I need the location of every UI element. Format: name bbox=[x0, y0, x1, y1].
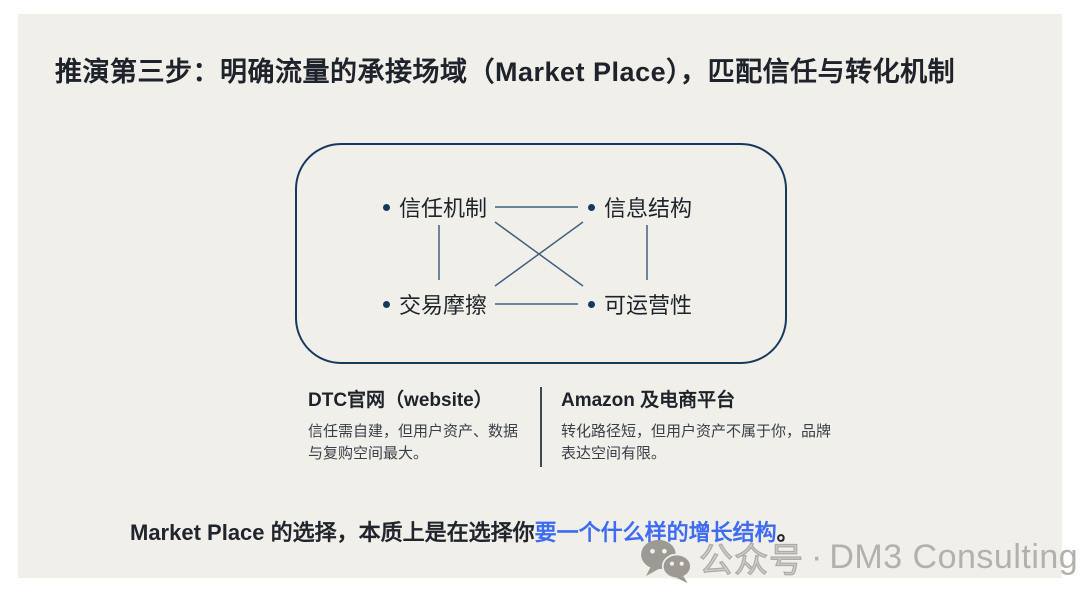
connection-lines bbox=[438, 206, 648, 305]
dtc-website-column: DTC官网（website） 信任需自建，但用户资产、数据与复购空间最大。 bbox=[308, 385, 523, 465]
conclusion-line: Market Place 的选择，本质上是在选择你要一个什么样的增长结构。 bbox=[130, 515, 799, 547]
bullet-dot bbox=[383, 203, 390, 211]
amazon-column: Amazon 及电商平台 转化路径短，但用户资产不属于你，品牌表达空间有限。 bbox=[561, 385, 837, 465]
watermark-platform-label: 公众号 bbox=[698, 541, 804, 580]
dtc-column-heading: DTC官网（website） bbox=[308, 390, 493, 411]
node-operability: 可运营性 bbox=[588, 291, 693, 318]
watermark: 公众号 · DM3 Consulting bbox=[640, 530, 1078, 584]
node-transaction-friction: 交易摩擦 bbox=[383, 291, 488, 318]
bullet-dot bbox=[588, 203, 595, 211]
watermark-separator: · bbox=[811, 537, 823, 576]
wechat-icon bbox=[641, 539, 692, 584]
slide-card: 推演第三步：明确流量的承接场域（Market Place），匹配信任与转化机制 … bbox=[18, 14, 1078, 584]
node-label: 信任机制 bbox=[399, 196, 488, 221]
dtc-column-body: 信任需自建，但用户资产、数据与复购空间最大。 bbox=[308, 423, 519, 462]
slide-title: 推演第三步：明确流量的承接场域（Market Place），匹配信任与转化机制 bbox=[55, 57, 956, 87]
amazon-column-heading: Amazon 及电商平台 bbox=[561, 390, 736, 411]
node-label: 信息结构 bbox=[604, 196, 693, 221]
amazon-column-body: 转化路径短，但用户资产不属于你，品牌表达空间有限。 bbox=[561, 423, 832, 462]
marketplace-factors-diagram: 信任机制 信息结构 交易摩擦 可运营性 bbox=[295, 143, 787, 364]
node-trust-mechanism: 信任机制 bbox=[383, 194, 488, 221]
node-label: 可运营性 bbox=[604, 293, 693, 318]
bullet-dot bbox=[383, 300, 390, 308]
conclusion-suffix: 。 bbox=[776, 520, 799, 545]
watermark-account-name: DM3 Consulting bbox=[829, 537, 1079, 576]
bullet-dot bbox=[588, 300, 595, 308]
node-information-structure: 信息结构 bbox=[588, 194, 693, 221]
conclusion-prefix: Market Place 的选择，本质上是在选择你 bbox=[130, 520, 535, 545]
column-divider bbox=[540, 387, 542, 467]
node-label: 交易摩擦 bbox=[399, 293, 488, 318]
